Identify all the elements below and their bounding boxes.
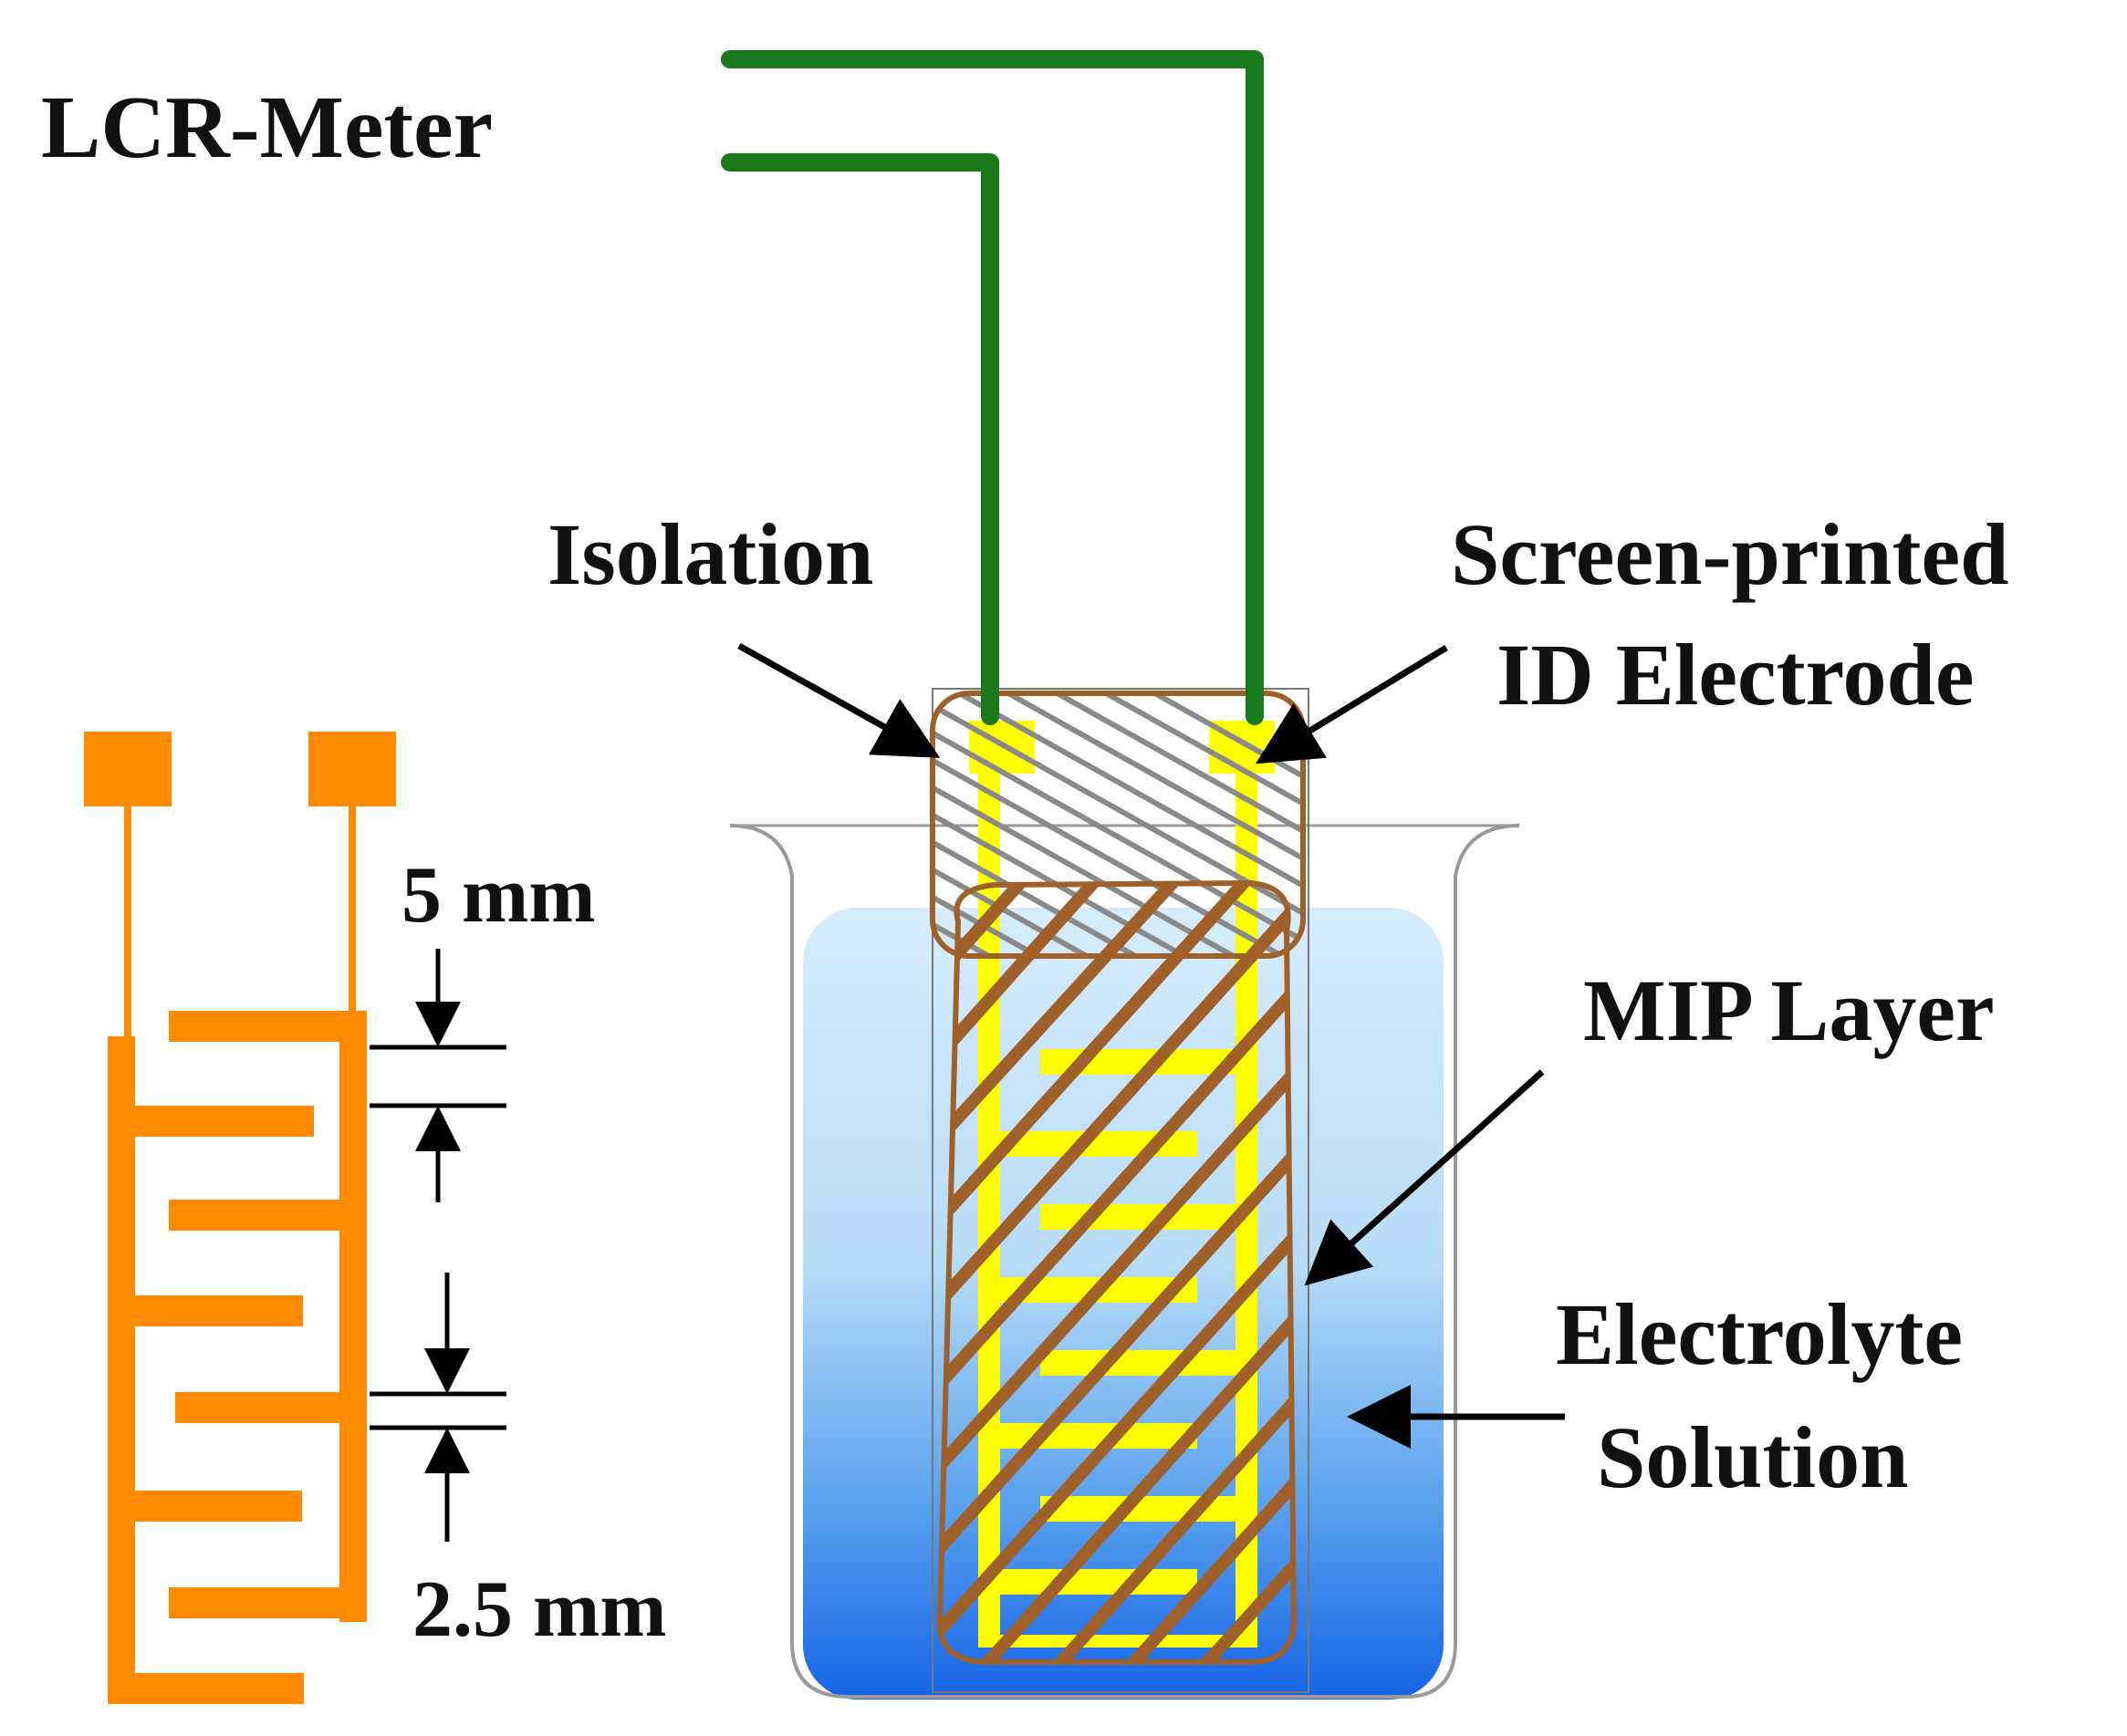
wire-inner — [721, 153, 999, 721]
electrode-substrate — [932, 688, 1309, 1693]
electrode-label-line2: ID Electrode — [1496, 626, 1974, 723]
electrode-arrow — [1256, 645, 1448, 764]
dim-2-5mm-label: 2.5 mm — [412, 1565, 667, 1654]
lcr-wires — [721, 50, 1264, 721]
lcr-meter-label: LCR-Meter — [41, 78, 493, 177]
mip-layer-arrow — [1304, 1069, 1545, 1286]
isolation-label: Isolation — [547, 505, 873, 603]
electrolyte-label-line2: Solution — [1597, 1409, 1908, 1506]
mip-layer-label: MIP Layer — [1583, 962, 1995, 1059]
beaker-outline — [729, 824, 1520, 1699]
electrode-label-line1: Screen-printed — [1451, 505, 2008, 603]
wire-ends — [981, 629, 1264, 725]
mip-layer — [936, 879, 1298, 1665]
isolation-arrow — [737, 642, 941, 758]
contact-pad-right — [308, 732, 396, 806]
contact-pad-left — [84, 732, 172, 806]
dimension-markers — [370, 949, 506, 1542]
dim-5mm-label: 5 mm — [401, 851, 596, 940]
wire-outer — [721, 50, 1264, 721]
electrolyte-label-line1: Electrolyte — [1556, 1285, 1963, 1383]
orange-id-electrode — [84, 732, 396, 1704]
